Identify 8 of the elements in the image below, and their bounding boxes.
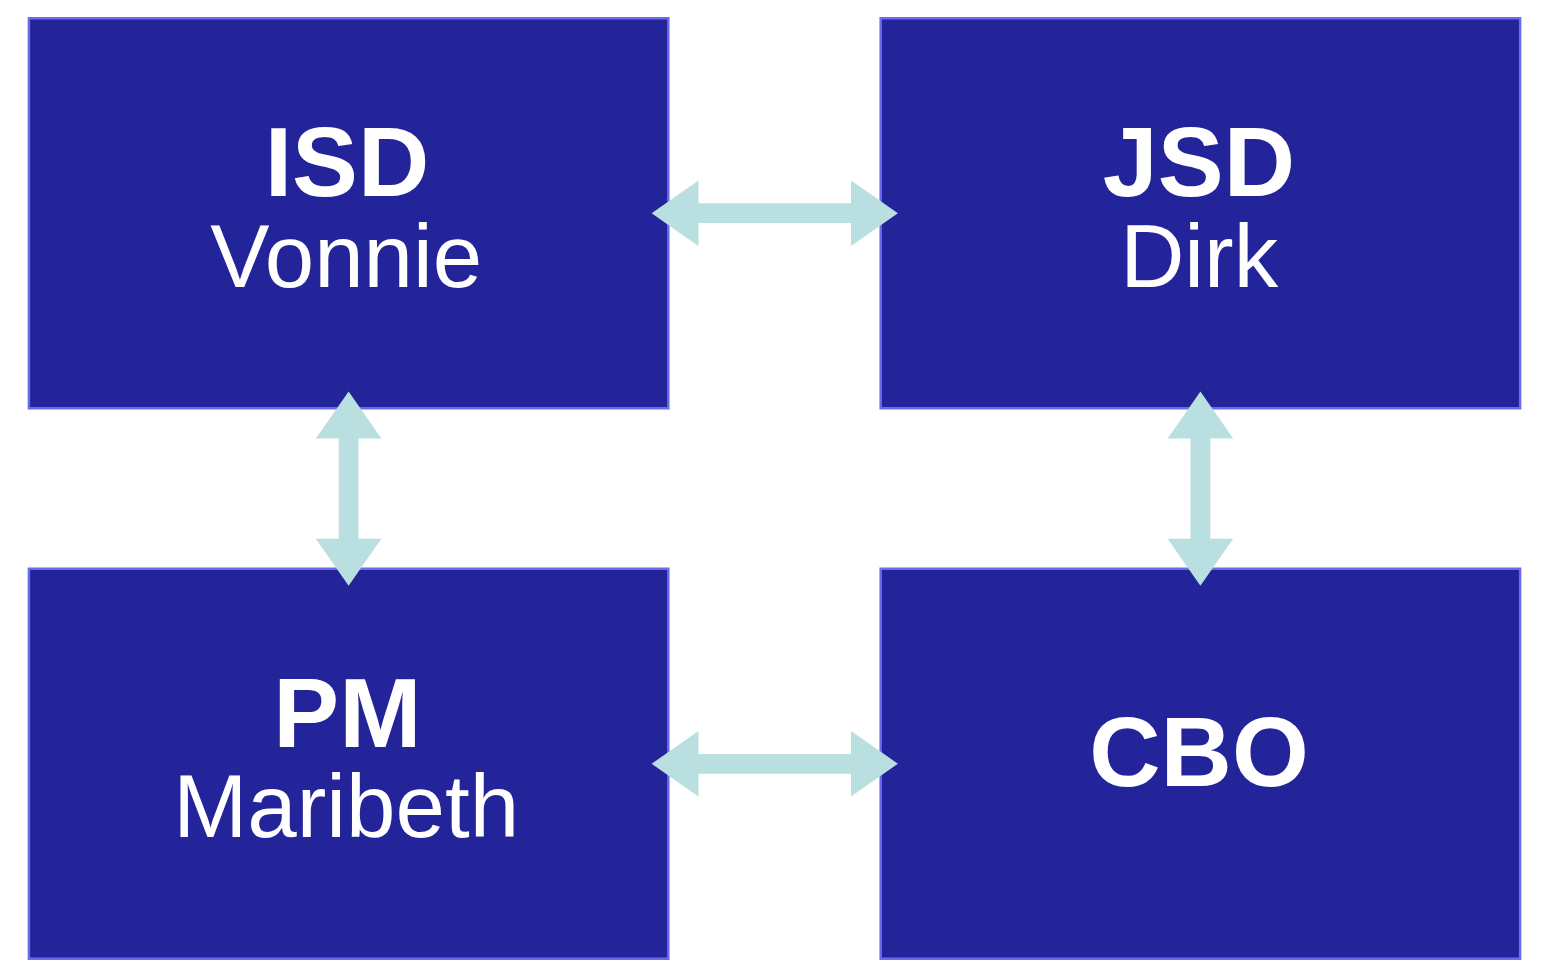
arrow xyxy=(1167,391,1234,586)
node-box: ISD Vonnie xyxy=(27,16,670,410)
arrow xyxy=(651,180,898,246)
node-box: CBO xyxy=(879,567,1522,961)
arrow xyxy=(651,731,898,797)
node-box: PM Maribeth xyxy=(27,567,670,961)
node-box: JSD Dirk xyxy=(879,16,1522,410)
arrow xyxy=(315,391,382,586)
